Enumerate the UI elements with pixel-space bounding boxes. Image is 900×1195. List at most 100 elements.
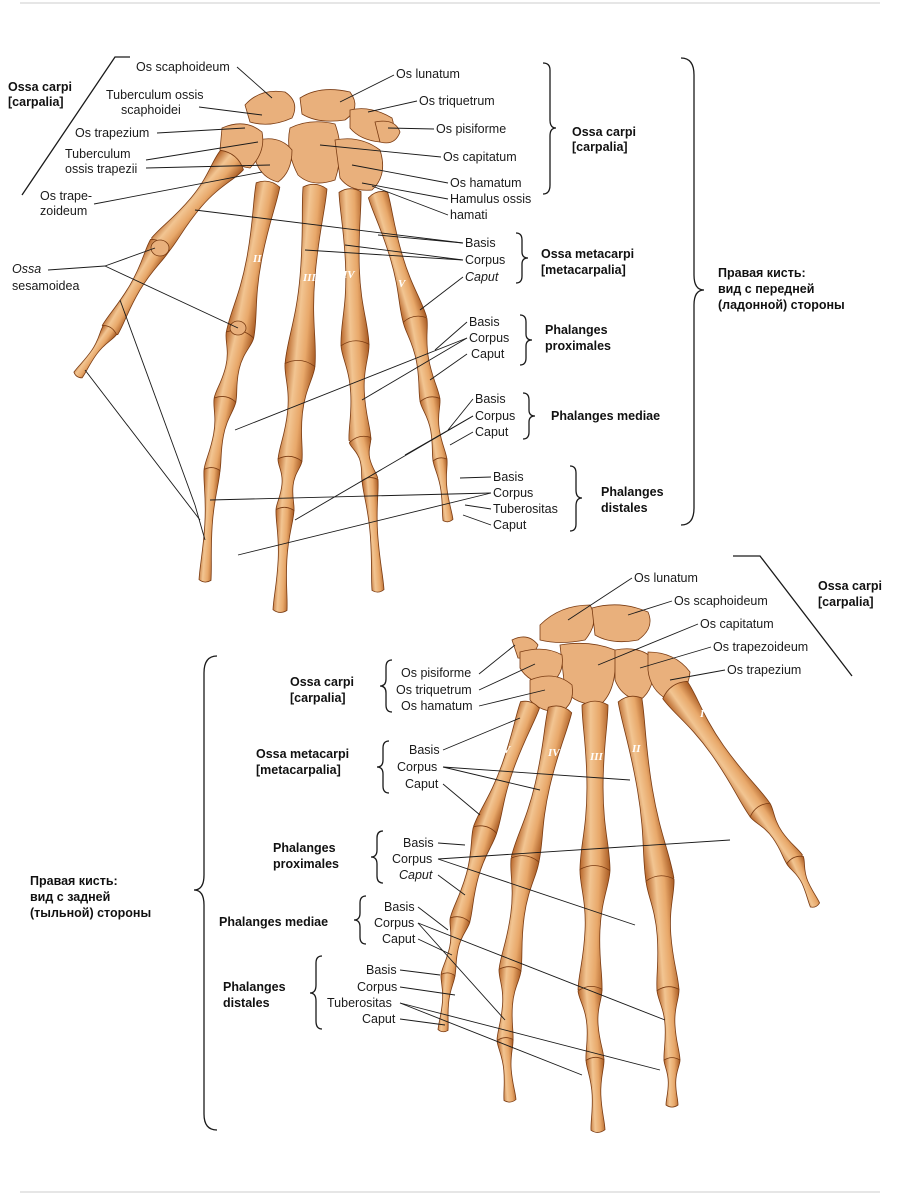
- leader-line-5: [145, 164, 271, 169]
- palmar-pp-basis: Basis: [469, 315, 500, 329]
- bracket-dorsal-mediae: [353, 895, 367, 945]
- palmar-pp-corpus: Corpus: [469, 331, 509, 345]
- palmar-hand-bones: [73, 89, 454, 613]
- leader-line-60: [399, 1002, 583, 1076]
- palmar-os-trapezoideum-2: zoideum: [40, 204, 87, 218]
- dorsal-pp-caput: Caput: [399, 868, 433, 882]
- dorsal-numeral-4: IV: [547, 747, 561, 759]
- leader-line-51: [437, 858, 636, 926]
- bracket-palmar-mediae: [522, 392, 536, 440]
- palmar-finger-4-seg-2: [340, 340, 372, 445]
- dorsal-phalanges-proximales-2: proximales: [273, 857, 339, 871]
- dorsal-pd-tuberositas: Tuberositas: [327, 996, 392, 1010]
- leader-line-61: [399, 1002, 661, 1071]
- leader-line-17: [351, 164, 449, 184]
- leader-line-38: [567, 577, 633, 621]
- leader-line-14: [367, 100, 418, 113]
- leader-line-21: [304, 249, 464, 261]
- leader-line-54: [417, 906, 449, 931]
- palmar-carpal-scaphoid: [244, 90, 296, 125]
- palmar-os-triquetrum: Os triquetrum: [419, 94, 495, 108]
- palmar-numeral-4: IV: [342, 269, 356, 281]
- finger-numerals: I II III IV V V IV III II I: [171, 204, 705, 763]
- palmar-pm-caput: Caput: [475, 425, 509, 439]
- dorsal-os-trapezoideum: Os trapezoideum: [713, 640, 808, 654]
- palmar-pm-basis: Basis: [475, 392, 506, 406]
- dorsal-view-title-2: вид с задней: [30, 890, 110, 904]
- leader-line-56: [417, 922, 666, 1021]
- leader-line-39: [627, 600, 673, 616]
- palmar-pd-basis: Basis: [493, 470, 524, 484]
- palmar-finger-2-seg-1: [225, 180, 281, 341]
- palmar-os-hamatum: Os hamatum: [450, 176, 522, 190]
- dorsal-finger-2-seg-3: [656, 986, 681, 1064]
- leader-line-52: [437, 839, 731, 860]
- palmar-finger-2-seg-2: [213, 329, 255, 405]
- bracket-palmar-view: [680, 57, 705, 526]
- palmar-finger-5-seg-1: [367, 191, 427, 326]
- palmar-phalanges-proximales-2: proximales: [545, 339, 611, 353]
- dorsal-pd-corpus: Corpus: [357, 980, 397, 994]
- dorsal-pp-corpus: Corpus: [392, 852, 432, 866]
- dorsal-os-trapezium: Os trapezium: [727, 663, 801, 677]
- leader-line-8: [104, 247, 156, 267]
- palmar-ossa-sesamoidea-1: Ossa: [12, 262, 41, 276]
- dorsal-finger-4-seg-3: [496, 966, 522, 1044]
- palmar-numeral-3: III: [302, 272, 317, 284]
- leader-line-11: [194, 504, 206, 541]
- dorsal-finger-5-seg-4: [437, 972, 456, 1033]
- leader-line-20: [194, 209, 464, 244]
- dorsal-pm-corpus: Corpus: [374, 916, 414, 930]
- bracket-dorsal-distales: [309, 955, 323, 1030]
- dorsal-mc-caput: Caput: [405, 777, 439, 791]
- leader-line-49: [442, 783, 481, 816]
- dorsal-carpal-capitate: [559, 642, 616, 706]
- leader-line-22: [344, 244, 464, 261]
- leader-line-27: [234, 337, 468, 431]
- palmar-ossa-sesamoidea-2: sesamoidea: [12, 279, 79, 293]
- leader-line-32: [449, 431, 474, 446]
- dorsal-finger-4-seg-2: [498, 855, 540, 975]
- palmar-thumb-seg-2: [101, 239, 170, 336]
- dorsal-numeral-2: II: [631, 743, 641, 755]
- leader-lines: [21, 56, 853, 1131]
- palmar-tuberculum-scaphoidei-2: scaphoidei: [121, 103, 181, 117]
- palmar-view-title-3: (ладонной) стороны: [718, 298, 845, 312]
- palmar-mc-caput: Caput: [465, 270, 499, 284]
- palmar-carpal-hamate: [334, 138, 384, 191]
- leader-line-55: [417, 922, 506, 1021]
- leader-line-46: [442, 717, 521, 751]
- dorsal-ossa-metacarpi-2: [metacarpalia]: [256, 763, 341, 777]
- leader-line-7: [47, 265, 106, 271]
- dorsal-hand-bones: [437, 604, 821, 1133]
- palmar-tuberculum-trapezii-2: ossis trapezii: [65, 162, 137, 176]
- dorsal-finger-2-seg-4: [663, 1057, 681, 1108]
- dorsal-pm-caput: Caput: [382, 932, 416, 946]
- palmar-os-trapezoideum-1: Os trape-: [40, 189, 92, 203]
- leader-line-48: [442, 766, 541, 791]
- dorsal-numeral-3: III: [589, 751, 604, 763]
- leader-line-23: [419, 276, 464, 311]
- leader-line-6: [93, 171, 263, 205]
- palmar-numeral-5: V: [398, 278, 407, 290]
- palmar-ossa-carpi-right-1: Ossa carpi: [572, 125, 636, 139]
- palmar-ossa-carpi-left-1: Ossa carpi: [8, 80, 72, 94]
- leader-line-45: [478, 689, 546, 707]
- leader-line-44: [478, 663, 536, 691]
- leader-line-10: [119, 299, 196, 506]
- palmar-labels: Ossa carpi [carpalia] Os scaphoideum Tub…: [8, 60, 845, 532]
- palmar-finger-5-seg-4: [432, 457, 454, 523]
- palmar-carpal-lunate: [299, 89, 356, 122]
- palmar-pd-corpus: Corpus: [493, 486, 533, 500]
- palmar-tuberculum-scaphoidei-1: Tuberculum ossis: [106, 88, 204, 102]
- bracket-dorsal-carpi-top: [733, 555, 853, 677]
- dorsal-pm-basis: Basis: [384, 900, 415, 914]
- leader-line-58: [399, 969, 441, 976]
- dorsal-pd-basis: Basis: [366, 963, 397, 977]
- bracket-palmar-proximales: [519, 314, 533, 366]
- leader-line-15: [387, 127, 435, 130]
- dorsal-thumb-seg-3: [786, 855, 821, 908]
- palmar-finger-3-seg-4: [272, 506, 295, 613]
- leader-line-16: [319, 144, 442, 158]
